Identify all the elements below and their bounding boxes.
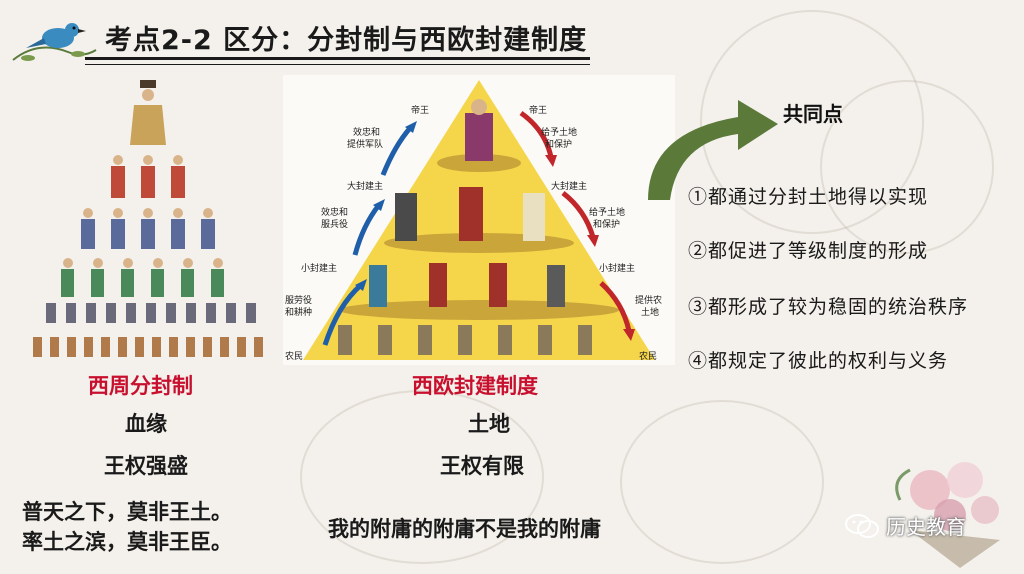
- minister-figures: [81, 208, 215, 249]
- background-flower-decoration: [820, 80, 994, 254]
- label-peasant-left: 农民: [285, 350, 303, 362]
- label-peasant-right: 农民: [639, 350, 657, 362]
- scholar-figures: [61, 258, 224, 297]
- label-give-land-2b: 和保护: [593, 218, 620, 230]
- label-loyal-service-1: 效忠和: [321, 206, 348, 218]
- background-flower-decoration: [620, 400, 824, 564]
- label-small-lord-left: 小封建主: [301, 262, 337, 274]
- common-point-4: ④都规定了彼此的权利与义务: [688, 350, 949, 372]
- title-bar: 考点2-2 区分：分封制与西欧封建制度: [85, 14, 590, 65]
- label-loyal-army-2: 提供军队: [347, 138, 383, 150]
- quote-line-1: 普天之下，莫非王土。: [22, 499, 232, 524]
- label-provide-1: 提供农: [635, 294, 662, 306]
- label-give-land-2a: 给予土地: [589, 206, 625, 218]
- western-zhou-quote: 普天之下，莫非王土。 率土之滨，莫非王臣。: [22, 497, 232, 557]
- page-title: 考点2-2 区分：分封制与西欧封建制度: [105, 25, 588, 56]
- up-arrow-2: [352, 203, 381, 256]
- watermark-text: 历史教育: [886, 515, 966, 539]
- western-europe-quote: 我的附庸的附庸不是我的附庸: [328, 516, 601, 541]
- label-loyal-army-1: 效忠和: [353, 126, 380, 138]
- wechat-icon: [845, 513, 879, 538]
- western-zhou-name: 西周分封制: [88, 373, 193, 398]
- label-loyal-service-2: 服兵役: [321, 218, 348, 230]
- down-arrow-3: [599, 281, 632, 332]
- label-big-lord-left: 大封建主: [347, 180, 383, 192]
- peasant-figures: [33, 337, 263, 357]
- quote-line-2: 率土之滨，莫非王臣。: [22, 529, 232, 554]
- label-small-lord-right: 小封建主: [599, 262, 635, 274]
- label-labor-2: 和耕种: [285, 306, 312, 318]
- curved-arrow-icon: [648, 100, 778, 200]
- up-arrow-1: [322, 283, 363, 346]
- king-figure: [130, 80, 166, 145]
- label-give-land-1a: 给予土地: [541, 126, 577, 138]
- western-zhou-power: 王权强盛: [104, 453, 188, 478]
- western-europe-basis: 土地: [468, 411, 510, 436]
- label-emperor-right: 帝王: [529, 104, 547, 116]
- watermark: 历史教育: [844, 511, 966, 540]
- label-provide-2: 土地: [641, 306, 659, 318]
- western-europe-name: 西欧封建制度: [412, 373, 538, 398]
- background-flower-decoration: [300, 390, 544, 564]
- common-point-2: ②都促进了等级制度的形成: [688, 240, 929, 262]
- common-point-1: ①都通过分封土地得以实现: [688, 186, 929, 208]
- duke-figures: [111, 155, 185, 198]
- western-zhou-pyramid-image: [33, 80, 263, 357]
- flower-bouquet-icon: [895, 462, 1000, 568]
- western-europe-power: 王权有限: [440, 453, 524, 478]
- label-give-land-1b: 和保护: [545, 138, 572, 150]
- soldier-figures: [46, 303, 256, 323]
- common-points-title: 共同点: [783, 102, 843, 126]
- label-emperor-left: 帝王: [411, 104, 429, 116]
- label-big-lord-right: 大封建主: [551, 180, 587, 192]
- title-underline-thin: [85, 64, 590, 65]
- down-arrow-2: [561, 191, 596, 238]
- common-point-3: ③都形成了较为稳固的统治秩序: [688, 296, 969, 318]
- label-labor-1: 服劳役: [285, 294, 312, 306]
- title-underline: [85, 57, 590, 60]
- western-europe-pyramid-image: 帝王 帝王 效忠和 提供军队 给予土地 和保护 大封建主 大封建主 效忠和 服兵…: [283, 75, 675, 365]
- western-zhou-basis: 血缘: [125, 411, 167, 436]
- down-arrow-1: [519, 110, 554, 158]
- bird-icon: [12, 23, 97, 61]
- up-arrow-3: [380, 125, 413, 176]
